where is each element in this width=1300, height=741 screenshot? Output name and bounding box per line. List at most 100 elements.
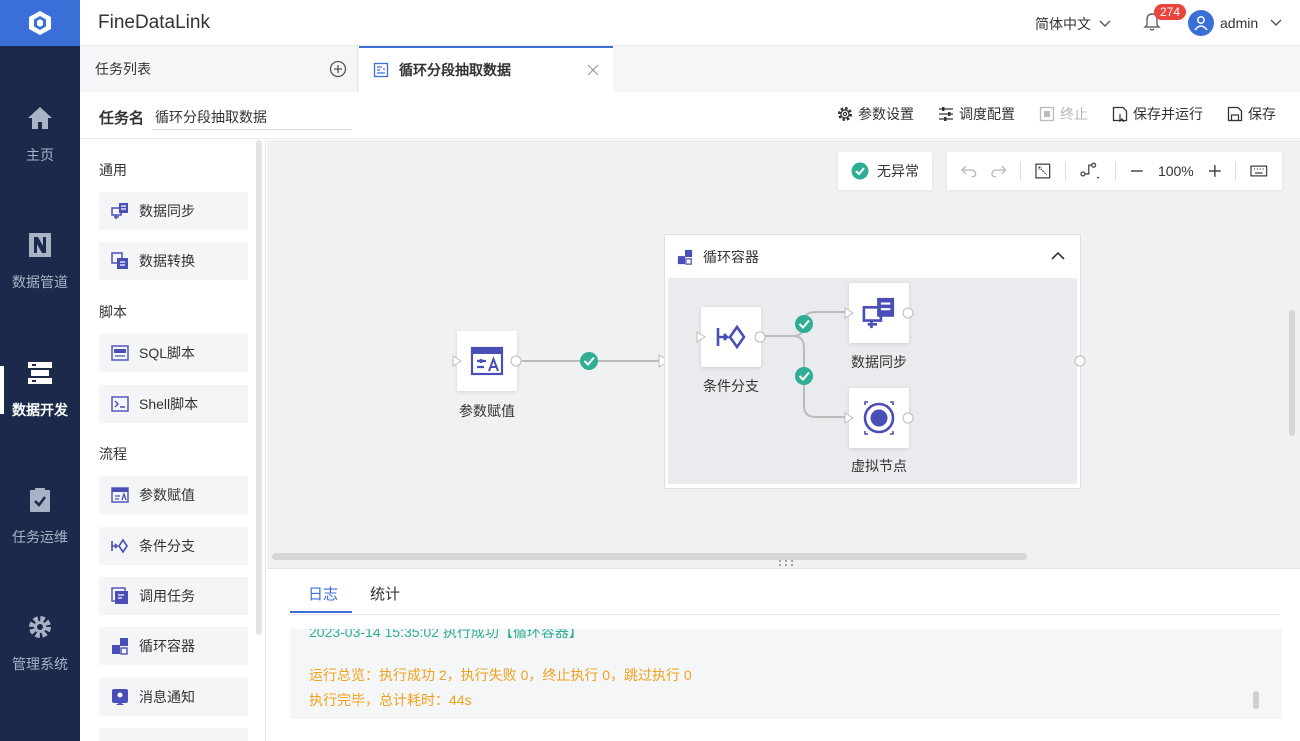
nav-item-home[interactable]: 主页: [0, 85, 80, 185]
canvas-horizontal-scrollbar[interactable]: [272, 553, 1027, 560]
palette-group-title: 脚本: [99, 304, 127, 320]
add-circle-icon[interactable]: [329, 60, 347, 78]
tab-log-underline: [290, 611, 352, 613]
palette-item-more[interactable]: [99, 728, 248, 741]
nav-item-pipeline[interactable]: 数据管道: [0, 212, 80, 312]
save-button[interactable]: 保存: [1227, 104, 1276, 124]
task-header: 任务名 参数设置 调度配置 终止 保存并运行 保存: [80, 92, 1300, 139]
edge-success-check: [798, 371, 810, 381]
app-logo[interactable]: [0, 0, 80, 46]
sliders-icon: [939, 107, 953, 121]
param-settings-button[interactable]: 参数设置: [837, 104, 914, 124]
close-icon[interactable]: [587, 64, 599, 76]
tab-log[interactable]: 日志: [308, 586, 339, 603]
language-selector[interactable]: 简体中文: [1035, 14, 1111, 34]
palette-item-loop-container[interactable]: 循环容器: [99, 627, 248, 665]
port-in-icon[interactable]: [844, 412, 854, 424]
palette-item-label: 数据同步: [139, 203, 195, 219]
nav-label-pipeline: 数据管道: [12, 274, 68, 290]
ops-icon: [27, 487, 53, 513]
port-out-icon[interactable]: [902, 412, 914, 424]
edge-success-icon: [580, 352, 598, 370]
condition-branch-icon: [716, 324, 746, 350]
check-circle-icon: [851, 162, 869, 180]
palette-scrollbar[interactable]: [256, 140, 262, 635]
canvas-vertical-scrollbar[interactable]: [1289, 310, 1295, 436]
node-palette: 通用 数据同步 数据转换 脚本 SQL脚本 Shell脚本 流程 参数赋值 条件…: [80, 140, 266, 741]
shell-script-icon: [111, 396, 129, 412]
fit-view-icon[interactable]: [1035, 163, 1051, 179]
tab-task-list[interactable]: 任务列表: [80, 46, 358, 92]
palette-item-message-notify[interactable]: 消息通知: [99, 678, 248, 716]
port-out-icon[interactable]: [902, 307, 914, 319]
palette-item-condition-branch[interactable]: 条件分支: [99, 527, 248, 565]
tab-stats[interactable]: 统计: [370, 586, 401, 603]
loop-container-title: 循环容器: [703, 249, 759, 265]
chevron-up-icon[interactable]: [1051, 251, 1065, 260]
node-label-param: 参数赋值: [459, 403, 515, 419]
nav-item-dev[interactable]: 数据开发: [0, 340, 80, 440]
palette-item-sql-script[interactable]: SQL脚本: [99, 334, 248, 372]
port-in-icon[interactable]: [844, 307, 854, 319]
flow-node-param-assign[interactable]: [457, 331, 517, 391]
log-panel: 日志 统计 2023-03-14 15:35:02 执行成功【循环容器】 运行总…: [267, 568, 1300, 741]
port-in-icon[interactable]: [696, 331, 706, 343]
flow-node-virtual[interactable]: [849, 388, 909, 448]
param-assign-icon: [111, 487, 129, 503]
palette-item-label: 循环容器: [139, 638, 195, 654]
loop-container-node[interactable]: 循环容器 条件分支 数据同步: [664, 234, 1081, 489]
task-toolbar: 参数设置 调度配置 终止 保存并运行 保存: [837, 104, 1276, 124]
palette-item-call-task[interactable]: 调用任务: [99, 577, 248, 615]
palette-item-param-assign[interactable]: 参数赋值: [99, 476, 248, 514]
task-name-input[interactable]: [152, 104, 352, 130]
port-out-icon[interactable]: [1074, 355, 1086, 367]
save-and-run-button[interactable]: 保存并运行: [1112, 104, 1203, 124]
nav-label-home: 主页: [26, 147, 54, 163]
zoom-level: 100%: [1157, 163, 1194, 179]
stop-button[interactable]: 终止: [1039, 104, 1088, 124]
user-menu[interactable]: admin: [1188, 10, 1282, 36]
port-out-icon[interactable]: [510, 355, 522, 367]
palette-item-data-transform[interactable]: 数据转换: [99, 242, 248, 280]
redo-icon[interactable]: [990, 164, 1007, 178]
status-indicator[interactable]: 无异常: [838, 152, 932, 190]
palette-item-label: SQL脚本: [139, 345, 196, 361]
palette-item-data-sync[interactable]: 数据同步: [99, 192, 248, 230]
keyboard-icon[interactable]: [1250, 164, 1268, 178]
zoom-in-icon[interactable]: [1208, 164, 1222, 178]
data-sync-icon: [111, 203, 128, 219]
resize-handle-icon[interactable]: [777, 559, 795, 567]
layout-icon[interactable]: [1080, 162, 1101, 180]
virtual-node-icon: [863, 401, 895, 435]
tab-active-task[interactable]: 循环分段抽取数据: [359, 46, 613, 92]
save-run-icon: [1112, 106, 1128, 122]
flow-node-condition-branch[interactable]: [701, 307, 761, 367]
log-scrollbar[interactable]: [1253, 691, 1259, 709]
status-label: 无异常: [877, 163, 919, 179]
palette-item-shell-script[interactable]: Shell脚本: [99, 385, 248, 423]
loop-container-icon: [677, 249, 693, 265]
toolbar-divider: [1115, 162, 1117, 180]
log-line: 运行总览：执行成功 2，执行失败 0，终止执行 0，跳过执行 0: [309, 667, 692, 683]
sql-script-icon: [111, 345, 129, 361]
log-output[interactable]: 2023-03-14 15:35:02 执行成功【循环容器】 运行总览：执行成功…: [290, 629, 1282, 719]
call-task-icon: [111, 587, 128, 604]
schedule-config-button[interactable]: 调度配置: [938, 104, 1015, 124]
undo-icon[interactable]: [961, 164, 977, 178]
port-in-icon[interactable]: [452, 355, 462, 367]
flow-canvas[interactable]: 无异常 100% 参数赋值 循环容器: [267, 140, 1300, 568]
data-transform-icon: [111, 252, 128, 269]
node-label-virtual: 虚拟节点: [851, 458, 907, 474]
log-line: 2023-03-14 15:35:02 执行成功【循环容器】: [309, 629, 583, 640]
toolbar-divider: [1020, 162, 1022, 180]
port-out-icon[interactable]: [754, 331, 766, 343]
nav-item-admin[interactable]: 管理系统: [0, 594, 80, 694]
flow-node-data-sync[interactable]: [849, 283, 909, 343]
flow-edges: [522, 352, 670, 370]
logo-icon: [29, 11, 51, 35]
nav-item-ops[interactable]: 任务运维: [0, 467, 80, 567]
edge-success-check: [798, 319, 810, 329]
zoom-out-icon[interactable]: [1130, 164, 1144, 178]
node-label-sync: 数据同步: [851, 354, 907, 370]
edge-success-icon: [795, 367, 813, 385]
